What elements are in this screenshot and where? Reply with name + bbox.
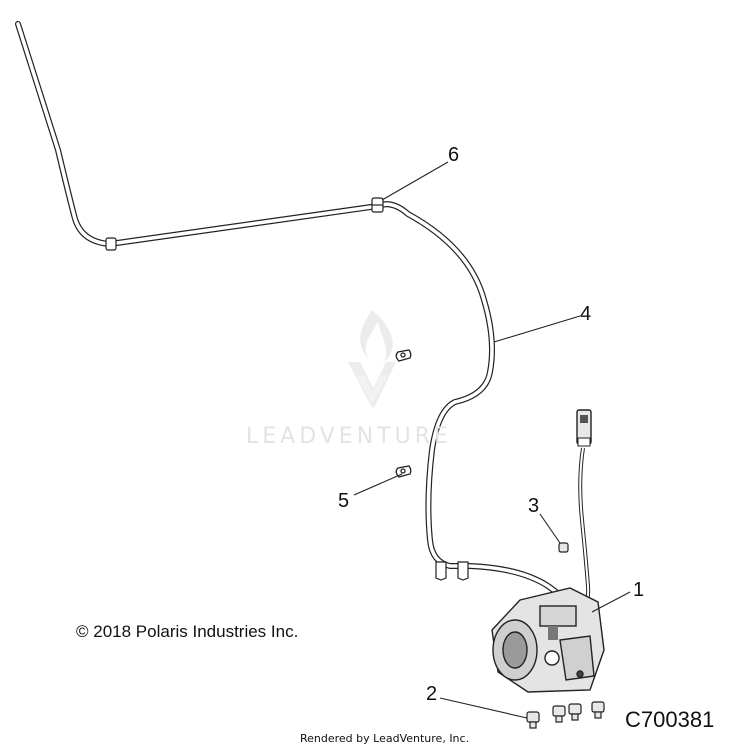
clip-part-5	[395, 349, 412, 478]
copyright-text: © 2018 Polaris Industries Inc.	[76, 622, 299, 641]
watermark-logo-icon	[348, 310, 396, 408]
figure-code: C700381	[625, 707, 715, 732]
cap-part-3	[558, 542, 569, 553]
callout-5: 5	[338, 490, 349, 512]
watermark-text: LEADVENTURE	[246, 424, 452, 449]
rendered-by-text: Rendered by LeadVenture, Inc.	[300, 732, 470, 745]
bolts-part-2	[526, 701, 605, 729]
callout-3: 3	[528, 495, 539, 517]
actuator-part-1	[491, 587, 605, 693]
callout-1: 1	[633, 579, 644, 601]
callout-4: 4	[580, 303, 591, 325]
callout-6: 6	[448, 144, 459, 166]
hose-clip-left	[105, 237, 117, 251]
callout-2: 2	[426, 683, 437, 705]
hose-clip-6	[371, 197, 384, 213]
connector-harness	[576, 409, 592, 613]
vent-hose	[15, 21, 573, 607]
leader-lines	[353, 161, 631, 719]
hose-clip-pair	[435, 561, 469, 581]
